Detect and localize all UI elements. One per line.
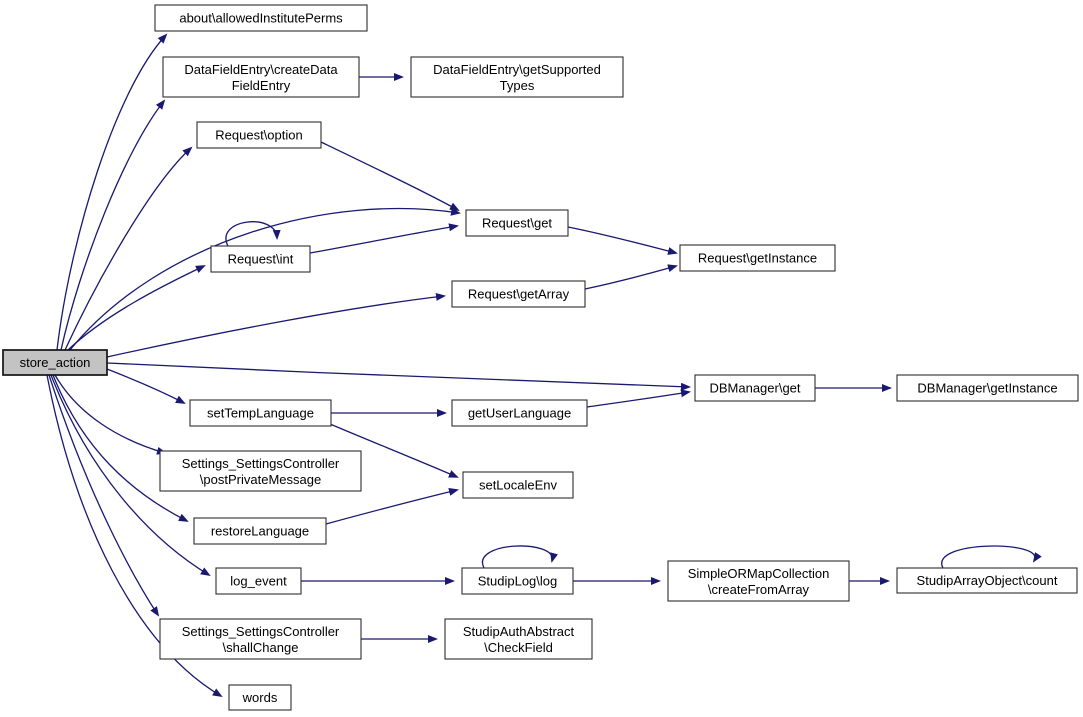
node-label-line2: Types (500, 78, 535, 93)
edge-store-to-dbmanagerget (106, 362, 691, 391)
node-label: Request\int (228, 252, 294, 267)
node-settemplanguage[interactable]: setTempLanguage (189, 399, 332, 427)
node-label-line2: FieldEntry (232, 78, 291, 93)
edge-requestint-to-requestget (309, 223, 459, 254)
node-logevent[interactable]: log_event (215, 567, 302, 595)
edge-store-to-restorelanguage (52, 374, 189, 522)
node-dbmanager-get[interactable]: DBManager\get (694, 374, 816, 402)
node-request-getarray[interactable]: Request\getArray (451, 280, 586, 308)
node-label: Request\getInstance (698, 251, 817, 266)
edge-store-to-createdatafieldentry (60, 99, 166, 351)
node-label-line2: \createFromArray (708, 582, 810, 597)
node-datafieldentry-createdatafieldentry[interactable]: DataFieldEntry\createData FieldEntry (162, 56, 360, 98)
node-request-getinstance[interactable]: Request\getInstance (679, 244, 836, 272)
node-restorelanguage[interactable]: restoreLanguage (193, 517, 327, 545)
node-label: Request\option (215, 128, 302, 143)
node-store-action-root: store_action (2, 349, 108, 376)
node-getuserlanguage[interactable]: getUserLanguage (451, 399, 588, 427)
edge-store-to-shallchange (48, 374, 160, 617)
edge-group (46, 33, 1042, 698)
node-studiparrayobject-count[interactable]: StudipArrayObject\count (896, 567, 1078, 594)
edge-store-to-requestoption (64, 146, 193, 351)
edge-studiplog-selfloop (481, 545, 558, 569)
node-settings-shallchange[interactable]: Settings_SettingsController \shallChange (159, 618, 362, 660)
edge-store-to-words (46, 374, 223, 698)
node-label: about\allowedInstitutePerms (179, 11, 343, 26)
node-label-line1: StudipAuthAbstract (463, 624, 575, 639)
node-label-line1: Settings_SettingsController (182, 456, 340, 471)
edge-restorelanguage-to-setlocaleenv (325, 488, 459, 525)
edge-store-to-logevent (50, 374, 211, 577)
node-request-int[interactable]: Request\int (210, 245, 311, 273)
node-settings-postprivatemessage[interactable]: Settings_SettingsController \postPrivate… (159, 450, 362, 492)
node-words[interactable]: words (228, 684, 292, 711)
edge-requestoption-to-requestget (320, 141, 460, 211)
edge-getuserlanguage-to-dbmanagerget (586, 389, 691, 408)
node-label: words (242, 690, 278, 705)
node-label: Request\get (482, 216, 552, 231)
node-label: DBManager\get (709, 381, 800, 396)
node-label-line1: SimpleORMapCollection (688, 566, 830, 581)
node-label: setTempLanguage (207, 406, 314, 421)
node-label-line2: \shallChange (223, 640, 299, 655)
edge-store-to-settemplanguage (106, 368, 186, 404)
node-setlocaleenv[interactable]: setLocaleEnv (462, 471, 574, 499)
node-label: StudipLog\log (478, 574, 558, 589)
edge-store-to-postprivatemessage (54, 374, 167, 455)
node-datafieldentry-getsupportedtypes[interactable]: DataFieldEntry\getSupported Types (410, 56, 624, 98)
node-label-line2: \postPrivateMessage (200, 472, 321, 487)
node-label: DBManager\getInstance (917, 381, 1057, 396)
node-label: restoreLanguage (211, 524, 309, 539)
node-label-line2: \CheckField (484, 640, 553, 655)
node-label: Request\getArray (468, 287, 570, 302)
node-request-get[interactable]: Request\get (465, 209, 569, 237)
node-label: getUserLanguage (468, 406, 571, 421)
node-label: StudipArrayObject\count (917, 573, 1058, 588)
edge-requestgetarray-to-requestgetinstance (584, 264, 678, 290)
node-studipauthabstract-checkfield[interactable]: StudipAuthAbstract \CheckField (444, 618, 593, 660)
node-dbmanager-getinstance[interactable]: DBManager\getInstance (896, 374, 1079, 402)
edge-settemplanguage-to-setlocaleenv (329, 423, 459, 478)
edge-requestint-selfloop (225, 221, 281, 247)
edge-store-to-requestget (69, 207, 461, 351)
edge-count-selfloop (941, 545, 1042, 569)
node-label: log_event (230, 574, 287, 589)
edge-store-to-about (56, 33, 168, 351)
edge-store-to-requestint (67, 265, 206, 351)
node-request-option[interactable]: Request\option (196, 121, 322, 149)
edge-requestget-to-requestgetinstance (567, 226, 678, 255)
node-simpleormapcollection-createfromarray[interactable]: SimpleORMapCollection \createFromArray (667, 560, 850, 602)
node-label: setLocaleEnv (479, 478, 558, 493)
node-about-allowedinstituteperms[interactable]: about\allowedInstitutePerms (154, 4, 368, 32)
edge-store-to-requestgetarray (106, 292, 446, 358)
node-label-line1: DataFieldEntry\getSupported (433, 62, 601, 77)
node-label-line1: Settings_SettingsController (182, 624, 340, 639)
node-studiplog-log[interactable]: StudipLog\log (461, 567, 574, 595)
node-label: store_action (20, 355, 91, 370)
node-label-line1: DataFieldEntry\createData (184, 62, 338, 77)
